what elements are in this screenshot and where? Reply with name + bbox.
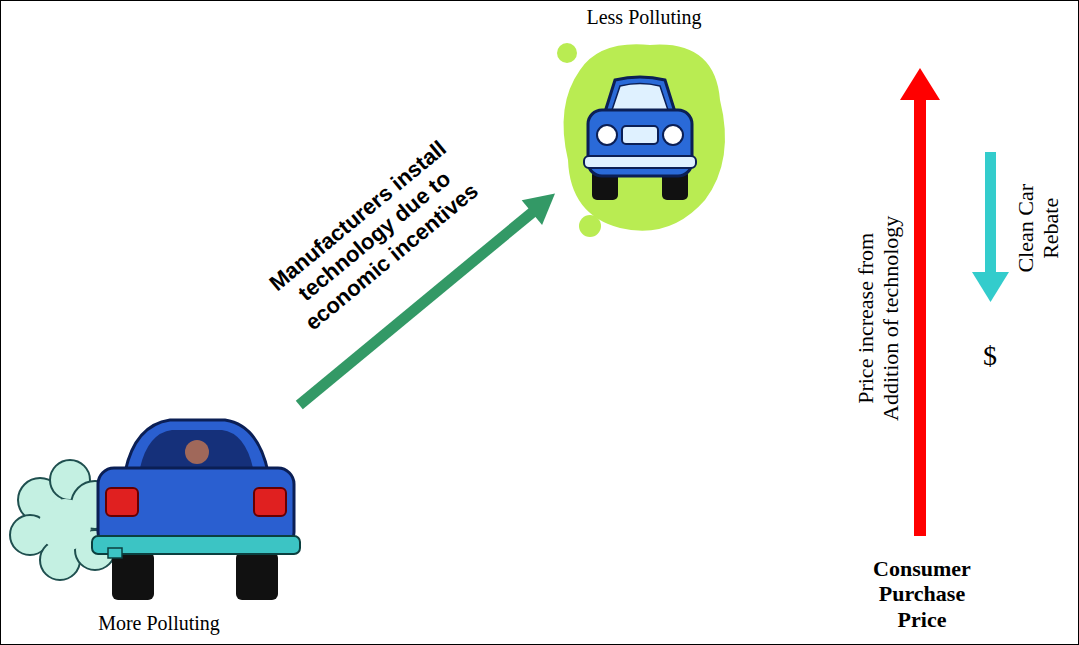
node-caption: Less Polluting [555,6,733,29]
rebate-arrow [972,152,1009,302]
arrow-label: Manufacturers install technology due to … [254,126,497,346]
node-caption: More Polluting [10,612,308,635]
clean-blob [557,43,725,237]
car-node: Less Polluting [555,4,733,236]
price-increase-arrow [900,68,940,536]
axis-title: Consumer Purchase Price [852,556,992,632]
polluting-car [92,420,300,600]
car-node: More Polluting [10,405,308,637]
clean-car [584,77,696,200]
dollar-sign: $ [970,340,1010,372]
price-note: Price increase from Addition of technolo… [853,198,904,438]
rebate-note: Clean Car Rebate [1013,172,1064,284]
